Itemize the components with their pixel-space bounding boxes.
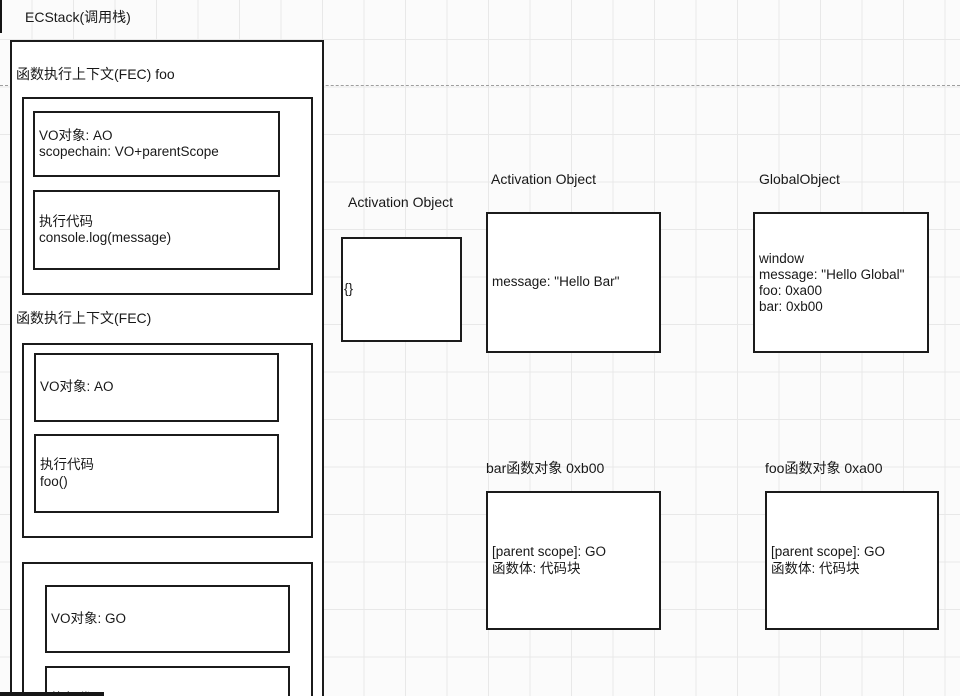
vo-line: VO对象: AO <box>40 379 114 395</box>
object-line: [parent scope]: GO <box>492 544 607 559</box>
object-line: window <box>759 250 805 266</box>
code-line: 执行代码 <box>39 213 93 229</box>
object-line: bar: 0xb00 <box>759 298 823 314</box>
fec-foo-vo-box: VO对象: AO scopechain: VO+parentScope <box>33 111 280 177</box>
object-line: foo: 0xa00 <box>759 282 823 298</box>
vo-line: VO对象: GO <box>51 610 127 626</box>
left-edge-mark <box>0 0 2 33</box>
fec-vo-box: VO对象: AO <box>34 353 279 422</box>
activation-object-foo-label: Activation Object <box>348 194 454 210</box>
vo-line: scopechain: VO+parentScope <box>39 144 219 159</box>
activation-object-bar-label: Activation Object <box>491 171 597 187</box>
activation-object-foo-box: {} <box>341 237 462 342</box>
object-line: message: "Hello Bar" <box>492 274 620 290</box>
bottom-left-dark-bar <box>0 692 104 696</box>
global-object-label: GlobalObject <box>759 171 840 187</box>
object-line: message: "Hello Global" <box>759 266 905 282</box>
fec-foo-label: 函数执行上下文(FEC) foo <box>16 66 175 82</box>
bar-function-object-box: [parent scope]: GO 函数体: 代码块 <box>486 491 661 630</box>
object-line: {} <box>344 281 354 297</box>
fec-code-box: 执行代码 foo() <box>34 434 279 513</box>
gec-vo-box: VO对象: GO <box>45 585 290 653</box>
global-object-box: window message: "Hello Global" foo: 0xa0… <box>753 212 929 353</box>
code-line: foo() <box>40 473 68 489</box>
fec-foo-code-box: 执行代码 console.log(message) <box>33 190 280 270</box>
fec-label: 函数执行上下文(FEC) <box>16 310 152 326</box>
code-line: 执行代码 <box>40 457 94 472</box>
code-line: console.log(message) <box>39 230 172 245</box>
vo-line: VO对象: AO <box>39 127 113 143</box>
object-line: [parent scope]: GO <box>771 544 886 559</box>
foo-function-object-box: [parent scope]: GO 函数体: 代码块 <box>765 491 939 630</box>
bar-function-object-label: bar函数对象 0xb00 <box>486 460 605 476</box>
dashed-divider-line <box>0 85 960 86</box>
activation-object-bar-box: message: "Hello Bar" <box>486 212 661 353</box>
object-line: 函数体: 代码块 <box>771 560 860 576</box>
ecstack-title: ECStack(调用栈) <box>25 9 131 25</box>
foo-function-object-label: foo函数对象 0xa00 <box>765 460 883 476</box>
object-line: 函数体: 代码块 <box>492 560 581 576</box>
